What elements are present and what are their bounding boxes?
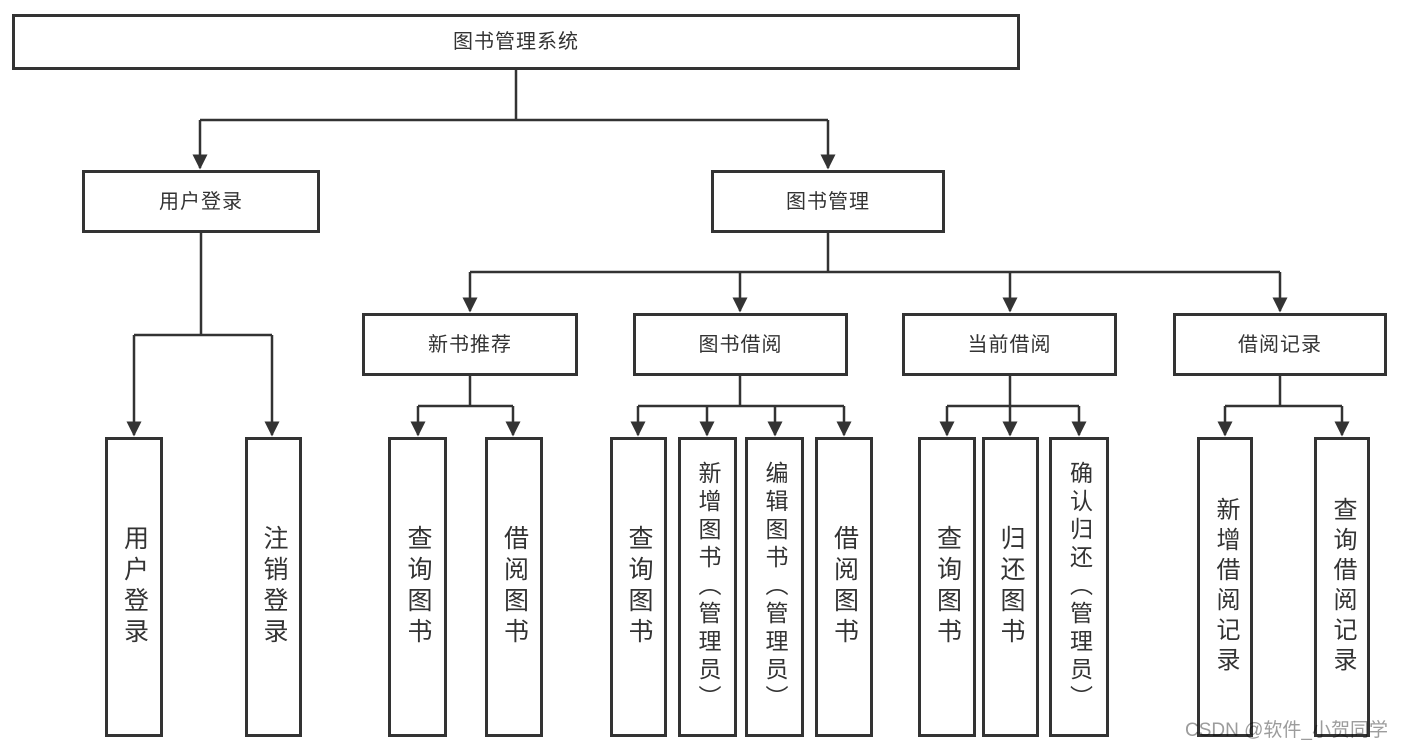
node-book-management: 图书管理 <box>711 170 945 233</box>
leaf-query-books-borrow-label: 查询图书 <box>625 525 653 649</box>
node-new-book-recommend: 新书推荐 <box>362 313 578 376</box>
node-borrow-records-label: 借阅记录 <box>1238 333 1322 356</box>
leaf-add-borrow-record: 新增借阅记录 <box>1197 437 1253 737</box>
node-root-label: 图书管理系统 <box>453 31 579 53</box>
leaf-edit-book-admin-label: 编辑图书（管理员） <box>762 461 788 713</box>
node-user-login-label: 用户登录 <box>159 190 243 213</box>
node-current-borrow: 当前借阅 <box>902 313 1117 376</box>
node-current-borrow-label: 当前借阅 <box>967 333 1052 356</box>
leaf-query-borrow-record-label: 查询借阅记录 <box>1329 497 1356 677</box>
leaf-query-books-recommend: 查询图书 <box>388 437 447 737</box>
leaf-borrow-books-label: 借阅图书 <box>830 525 859 649</box>
node-book-borrow-label: 图书借阅 <box>698 333 783 356</box>
leaf-borrow-books-recommend: 借阅图书 <box>485 437 543 737</box>
leaf-return-book-label: 归还图书 <box>997 525 1025 649</box>
leaf-edit-book-admin: 编辑图书（管理员） <box>745 437 804 737</box>
leaf-user-login: 用户登录 <box>105 437 163 737</box>
leaf-add-book-admin-label: 新增图书（管理员） <box>695 461 721 713</box>
leaf-add-book-admin: 新增图书（管理员） <box>678 437 737 737</box>
tree-skeleton <box>134 70 1342 408</box>
leaf-logout-label: 注销登录 <box>260 525 288 649</box>
node-root: 图书管理系统 <box>12 14 1020 70</box>
leaf-add-borrow-record-label: 新增借阅记录 <box>1212 497 1239 677</box>
leaf-query-books-current: 查询图书 <box>918 437 976 737</box>
leaf-borrow-books: 借阅图书 <box>815 437 873 737</box>
leaf-query-books-current-label: 查询图书 <box>933 525 962 649</box>
node-user-login: 用户登录 <box>82 170 320 233</box>
node-new-book-recommend-label: 新书推荐 <box>428 333 512 356</box>
leaf-confirm-return-admin: 确认归还（管理员） <box>1049 437 1109 737</box>
leaf-borrow-books-recommend-label: 借阅图书 <box>500 525 529 649</box>
node-book-management-label: 图书管理 <box>786 190 870 213</box>
tree-arrows <box>126 120 1350 437</box>
node-borrow-records: 借阅记录 <box>1173 313 1387 376</box>
leaf-logout: 注销登录 <box>245 437 302 737</box>
leaf-user-login-label: 用户登录 <box>120 525 149 649</box>
node-book-borrow: 图书借阅 <box>633 313 848 376</box>
leaf-query-books-borrow: 查询图书 <box>610 437 667 737</box>
leaf-query-books-recommend-label: 查询图书 <box>404 525 432 649</box>
leaf-confirm-return-admin-label: 确认归还（管理员） <box>1066 461 1093 713</box>
leaf-return-book: 归还图书 <box>982 437 1039 737</box>
csdn-watermark: CSDN @软件_小贺同学 <box>1185 720 1388 741</box>
leaf-query-borrow-record: 查询借阅记录 <box>1314 437 1370 737</box>
